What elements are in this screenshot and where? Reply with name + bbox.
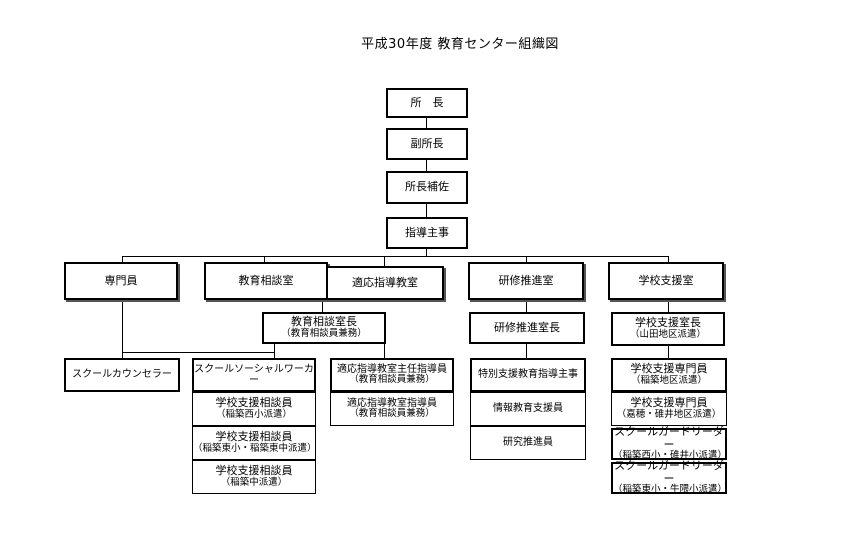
node-label: 指導主事 <box>405 225 449 239</box>
node-school-counselor: スクールカウンセラー <box>64 358 180 392</box>
node-senmonin-2: 学校支援専門員 （嘉穂・碓井地区派遣） <box>611 392 727 426</box>
node-label: 副所長 <box>410 136 444 150</box>
node-label: 学校支援室 <box>638 273 694 287</box>
node-tekio-shunin: 適応指導教室主任指導員 （教育相談員兼務） <box>330 358 454 392</box>
node-label-line2: （稲築東小・牛隈小派遣） <box>613 484 728 496</box>
node-kenshu-suishinshitsu: 研修推進室 <box>468 262 584 300</box>
page-title: 平成30年度 教育センター組織図 <box>361 37 559 52</box>
node-label-line2: （嘉穂・碓井地区派遣） <box>616 408 722 420</box>
node-label-line2: （教育相談員兼務） <box>281 327 367 339</box>
node-sodan-shitsucho: 教育相談室長 （教育相談員兼務） <box>262 312 386 344</box>
node-label: スクールカウンセラー <box>72 369 172 381</box>
node-label: 所 長 <box>410 95 444 109</box>
node-sodanin-2: 学校支援相談員 （稲築東小・稲築東中派遣） <box>192 426 317 460</box>
node-label-line1: スクールガードリーダー <box>614 424 724 451</box>
node-kenshu-shitsucho: 研修推進室長 <box>469 312 585 344</box>
node-label-line1: 学校支援相談員 <box>215 430 293 444</box>
node-label-line1: 教育相談室長 <box>291 315 357 329</box>
node-label-line2: （稲築西小派遣） <box>215 408 292 420</box>
node-label-line1: 学校支援専門員 <box>630 396 708 410</box>
node-tokubetsu-shien: 特別支援教育指導主事 <box>470 358 586 392</box>
node-label: 専門員 <box>104 273 138 287</box>
node-label-line2: （稲築西小・碓井小派遣） <box>613 450 728 462</box>
node-kenkyu-suishin: 研究推進員 <box>470 426 586 460</box>
node-label: 研究推進員 <box>503 437 553 449</box>
node-label: スクールソーシャルワーカー <box>194 363 314 387</box>
node-label-line1: 適応指導教室主任指導員 <box>337 363 447 375</box>
node-joho-kyoiku: 情報教育支援員 <box>470 392 586 426</box>
node-tekio-shidoin: 適応指導教室指導員 （教育相談員兼務） <box>330 392 454 426</box>
node-label: 教育相談室 <box>238 273 294 287</box>
node-label-line2: （稲築中派遣） <box>220 476 288 488</box>
node-label-line1: 学校支援相談員 <box>215 464 293 478</box>
node-sodanin-3: 学校支援相談員 （稲築中派遣） <box>192 460 316 494</box>
node-label-line2: （教育相談員兼務） <box>349 374 435 386</box>
node-guard-2: スクールガードリーダー （稲築東小・牛隈小派遣） <box>611 458 728 496</box>
node-label-line2: （山田地区派遣） <box>629 328 706 340</box>
node-shien-shitsucho: 学校支援室長 （山田地区派遣） <box>611 312 725 346</box>
node-kyoiku-sodanshitsu: 教育相談室 <box>204 262 328 300</box>
node-tekio-shido-kyoshitsu: 適応指導教室 <box>326 266 444 300</box>
node-label-line1: スクールガードリーダー <box>614 458 724 485</box>
node-label: 特別支援教育指導主事 <box>478 369 578 381</box>
node-label: 研修推進室 <box>498 273 554 287</box>
node-label-line2: （稲築東小・稲築東中派遣） <box>193 442 317 454</box>
node-label: 情報教育支援員 <box>493 403 563 415</box>
node-social-worker: スクールソーシャルワーカー <box>192 358 316 392</box>
node-sodanin-1: 学校支援相談員 （稲築西小派遣） <box>192 392 316 426</box>
node-label: 研修推進室長 <box>494 320 560 334</box>
node-label-line1: 適応指導教室指導員 <box>347 397 437 409</box>
node-senmonin-1: 学校支援専門員 （稲築地区派遣） <box>611 358 727 392</box>
node-guard-1: スクールガードリーダー （稲築西小・碓井小派遣） <box>611 424 728 462</box>
node-label-line1: 学校支援室長 <box>635 316 701 330</box>
node-label-line2: （稲築地区派遣） <box>630 374 707 386</box>
node-shocho: 所 長 <box>386 88 468 118</box>
node-shocho-hosa: 所長補佐 <box>386 171 468 204</box>
node-label: 所長補佐 <box>405 180 449 194</box>
node-senmonin: 専門員 <box>64 262 178 300</box>
node-gakko-shienshitsu: 学校支援室 <box>608 262 724 300</box>
node-label: 適応指導教室 <box>352 275 418 289</box>
node-label-line2: （教育相談員兼務） <box>349 408 435 420</box>
node-fukushocho: 副所長 <box>386 128 468 160</box>
node-label-line1: 学校支援専門員 <box>630 362 708 376</box>
node-label-line1: 学校支援相談員 <box>215 396 293 410</box>
node-shido-shuji: 指導主事 <box>386 217 468 249</box>
